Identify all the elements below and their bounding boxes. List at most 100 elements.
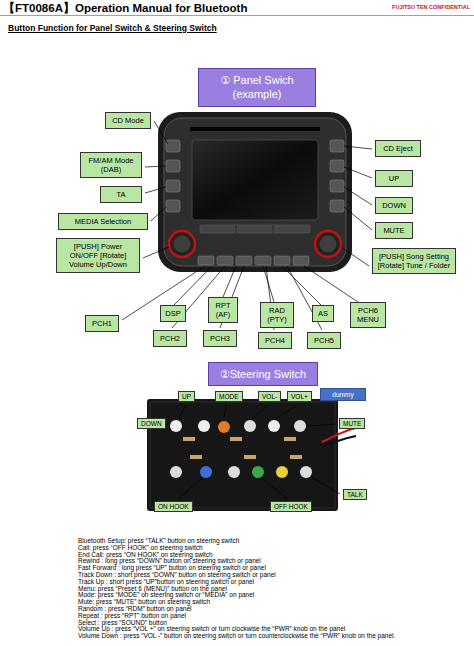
button-label: DOWN xyxy=(375,197,413,214)
switch-label: ON HOOK xyxy=(154,501,193,512)
car-radio-photo xyxy=(169,231,195,257)
box-text: DSP xyxy=(164,309,182,318)
box-text: PCH5 xyxy=(311,336,337,345)
steering-switch-board xyxy=(170,466,182,478)
box-text: MEDIA Selection xyxy=(62,217,144,226)
button-label: MEDIA Selection xyxy=(58,213,148,230)
leader-line xyxy=(262,478,287,499)
car-radio-photo xyxy=(166,160,180,172)
button-label: [PUSH] Song Setting [Rotate] Tune / Fold… xyxy=(372,248,456,274)
button-label: RAD (PTY) xyxy=(260,302,294,328)
car-radio-photo xyxy=(200,225,310,233)
button-label: PCH2 xyxy=(153,330,187,347)
car-radio-photo xyxy=(166,140,180,152)
button-label: PCH4 xyxy=(258,332,292,349)
instruction-line: Mode: press “MODE” on steering switch or… xyxy=(78,592,254,599)
steering-switch-board xyxy=(200,466,212,478)
leader-line xyxy=(344,207,372,230)
steering-switch-board xyxy=(244,420,256,432)
switch-label: TALK xyxy=(343,489,367,500)
leader-line xyxy=(174,266,212,305)
switch-label: VOL+ xyxy=(287,391,312,402)
button-label: PCH1 xyxy=(85,315,119,332)
car-radio-photo xyxy=(320,236,337,253)
box-text: DOWN xyxy=(141,420,162,427)
box-text: RAD (PTY) xyxy=(264,306,290,324)
car-radio-photo xyxy=(166,180,180,192)
instruction-line: Track Up : short press “UP”button on ste… xyxy=(78,579,254,586)
button-label: PCH6 MENU xyxy=(350,302,386,328)
leader-line xyxy=(341,247,369,266)
leader-line xyxy=(154,121,168,144)
leader-line xyxy=(344,167,372,178)
page-title: 【FT0086A】Operation Manual for Bluetooth xyxy=(3,1,247,16)
button-label: PCH5 xyxy=(307,332,341,349)
instruction-line: Volume Up : press “VOL +” on steering sw… xyxy=(78,626,345,633)
box-text: TALK xyxy=(347,491,363,498)
steering-switch-board xyxy=(276,466,288,478)
car-radio-photo xyxy=(192,140,318,220)
leader-line xyxy=(179,405,186,418)
box-text: MUTE xyxy=(343,420,361,427)
box-text: dummy xyxy=(324,391,362,398)
button-label: TA xyxy=(100,186,142,203)
dummy-tag: dummy xyxy=(320,388,366,401)
car-radio-photo xyxy=(174,236,191,253)
leader-line xyxy=(307,424,336,426)
switch-label: VOL- xyxy=(258,391,281,402)
steering-switch-board xyxy=(252,466,264,478)
instruction-line: Menu: press “Preset 6 (MENU)” button on … xyxy=(78,586,227,593)
button-label: PCH3 xyxy=(203,330,237,347)
car-radio-photo xyxy=(217,256,233,265)
box-text: CD Eject xyxy=(379,144,417,153)
car-radio-photo xyxy=(158,112,352,272)
button-label: [PUSH] Power ON/OFF [Rotate] Volume Up/D… xyxy=(56,238,140,273)
car-radio-photo xyxy=(164,118,346,266)
steering-switch-board xyxy=(150,402,335,508)
instruction-line: Call: press “OFF HOOK” on steering switc… xyxy=(78,545,203,552)
leader-line xyxy=(143,247,169,258)
instruction-line: Random : press “RDM” button on panel xyxy=(78,606,191,613)
box-text: UP xyxy=(379,174,409,183)
button-label: DSP xyxy=(160,305,186,322)
steering-switch-board xyxy=(147,399,356,511)
box-text: [PUSH] Power ON/OFF [Rotate] Volume Up/D… xyxy=(60,242,136,269)
instruction-line: Volume Down : press “VOL -” button on st… xyxy=(78,633,395,640)
steering-switch-board xyxy=(147,399,338,511)
steering-switch-board xyxy=(322,436,356,446)
instruction-line: Bluetooth Setup: press “TALK” button on … xyxy=(78,538,239,545)
car-radio-photo xyxy=(293,256,309,265)
steering-switch-board xyxy=(244,455,256,459)
box-text: VOL+ xyxy=(291,393,308,400)
button-label: AS xyxy=(312,305,334,322)
switch-label: MODE xyxy=(215,391,243,402)
leader-line xyxy=(311,477,340,494)
box-text: PCH2 xyxy=(157,334,183,343)
leader-line xyxy=(252,405,268,419)
box-text: AS xyxy=(316,309,330,318)
car-radio-photo xyxy=(330,180,344,192)
box-text: MUTE xyxy=(379,226,409,235)
switch-label: DOWN xyxy=(137,418,166,429)
button-label: CD Eject xyxy=(375,140,421,157)
instruction-line: Mute: press “MUTE” button on steering sw… xyxy=(78,599,210,606)
car-radio-photo xyxy=(158,112,352,272)
box-text: DOWN xyxy=(379,201,409,210)
leader-line xyxy=(276,405,297,419)
button-label: RPT (AF) xyxy=(208,297,238,323)
car-radio-photo xyxy=(330,140,344,152)
box-text: FM/AM Mode (DAB) xyxy=(84,156,138,174)
leader-line xyxy=(167,405,340,499)
instruction-line: Repeat : press “RPT” button on panel xyxy=(78,613,186,620)
steering-switch-board xyxy=(268,420,280,432)
switch-label: UP xyxy=(178,391,195,402)
car-radio-photo xyxy=(274,256,290,265)
instruction-line: Fast Forward : long press “UP” button on… xyxy=(78,565,266,572)
leader-line xyxy=(282,266,321,305)
switch-label: OFF HOOK xyxy=(270,501,312,512)
steering-switch-board xyxy=(228,466,240,478)
instruction-line: End Call: press “ON HOOK” on steering sw… xyxy=(78,552,213,559)
leader-line xyxy=(151,207,166,221)
instruction-line: Select : press “SOUND” button xyxy=(78,620,167,627)
box-text: UP xyxy=(182,393,191,400)
